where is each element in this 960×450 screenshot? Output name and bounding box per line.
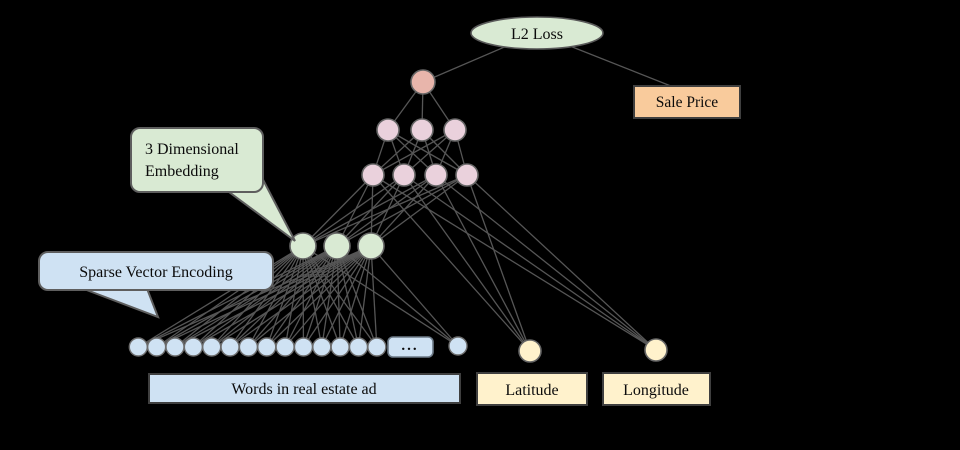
edge-line — [339, 245, 372, 348]
edge-line — [174, 245, 372, 348]
edge-line — [193, 245, 372, 348]
word-input-node — [220, 337, 240, 357]
edge-line — [336, 174, 468, 247]
hidden-node — [392, 163, 416, 187]
embedding-node — [357, 232, 385, 260]
embedding-callout-box — [130, 127, 264, 193]
edge-line — [247, 245, 304, 348]
longitude-box — [602, 372, 711, 406]
edge-line — [138, 245, 338, 348]
word-input-node — [367, 337, 387, 357]
latitude-box — [476, 372, 588, 406]
edge-line — [211, 245, 304, 348]
l2-loss-label: L2 Loss — [511, 26, 563, 43]
edge-line — [284, 245, 338, 348]
edge-line — [247, 245, 372, 348]
edge-line — [372, 174, 531, 352]
word-input-node — [201, 337, 222, 357]
hidden-node — [455, 163, 479, 187]
edge-line — [466, 174, 657, 351]
words-input-box — [148, 373, 461, 404]
word-input-node — [330, 337, 350, 357]
edge-line — [372, 129, 456, 176]
edge-line — [156, 245, 372, 348]
edge-line — [321, 245, 372, 348]
edge-line — [266, 245, 338, 348]
words-input-label: Words in real estate ad — [231, 381, 376, 398]
edge-line — [229, 245, 372, 348]
output-node — [410, 69, 436, 95]
edge-line — [466, 174, 531, 352]
edge-line — [403, 174, 657, 351]
hidden-node — [424, 163, 448, 187]
sale-price-box — [633, 85, 741, 119]
hidden-node — [410, 118, 434, 142]
word-input-node — [448, 336, 468, 356]
longitude-node — [644, 338, 668, 362]
edge-line — [370, 245, 459, 347]
hidden-node — [361, 163, 385, 187]
edge-line — [370, 245, 378, 348]
sparse-callout-box — [38, 251, 274, 291]
embedding-node — [289, 232, 317, 260]
edge-line — [192, 245, 304, 348]
word-input-node — [312, 337, 332, 357]
edge-line — [435, 174, 657, 351]
word-input-node — [293, 337, 314, 357]
word-input-node — [183, 337, 204, 357]
latitude-label: Latitude — [505, 382, 558, 399]
edge-line — [387, 129, 468, 176]
edge-line — [302, 245, 372, 348]
embedding-callout-text-line1: 3 Dimensional — [145, 141, 239, 158]
edge-line — [435, 174, 531, 352]
edge-line — [156, 245, 338, 348]
edge-line — [372, 174, 657, 351]
l2-loss-ellipse — [470, 16, 604, 50]
word-input-node — [238, 337, 259, 357]
edge-line — [229, 245, 304, 348]
edge-line — [284, 245, 372, 348]
longitude-label: Longitude — [623, 382, 689, 399]
sparse-callout-text: Sparse Vector Encoding — [79, 264, 232, 281]
word-input-node — [275, 337, 295, 357]
hidden-node — [443, 118, 467, 142]
edge-line — [357, 245, 372, 348]
latitude-node — [518, 339, 542, 363]
edge-line — [156, 245, 304, 348]
input-ellipsis-box — [387, 336, 434, 358]
edge-line — [137, 245, 304, 348]
hidden-node — [376, 118, 400, 142]
edge-line — [211, 245, 372, 348]
word-input-node — [128, 337, 149, 357]
word-input-node — [257, 337, 277, 357]
edge-line — [302, 174, 374, 247]
edge-line — [370, 174, 437, 247]
embedding-callout-text-line2: Embedding — [145, 163, 219, 180]
edge-line — [403, 174, 531, 352]
edge-line — [302, 174, 437, 247]
edge-line — [229, 245, 338, 348]
embedding-node — [323, 232, 351, 260]
network-nodes — [128, 69, 668, 363]
word-input-node — [165, 337, 185, 357]
edge-line — [138, 245, 372, 348]
input-ellipsis-label: ... — [401, 338, 418, 354]
word-input-node — [348, 337, 369, 357]
edge-line — [284, 245, 304, 348]
edge-line — [266, 245, 304, 348]
edge-line — [302, 174, 405, 247]
sale-price-label: Sale Price — [656, 94, 719, 111]
edge-line — [266, 245, 372, 348]
word-input-node — [146, 337, 167, 357]
edge-line — [247, 245, 338, 348]
